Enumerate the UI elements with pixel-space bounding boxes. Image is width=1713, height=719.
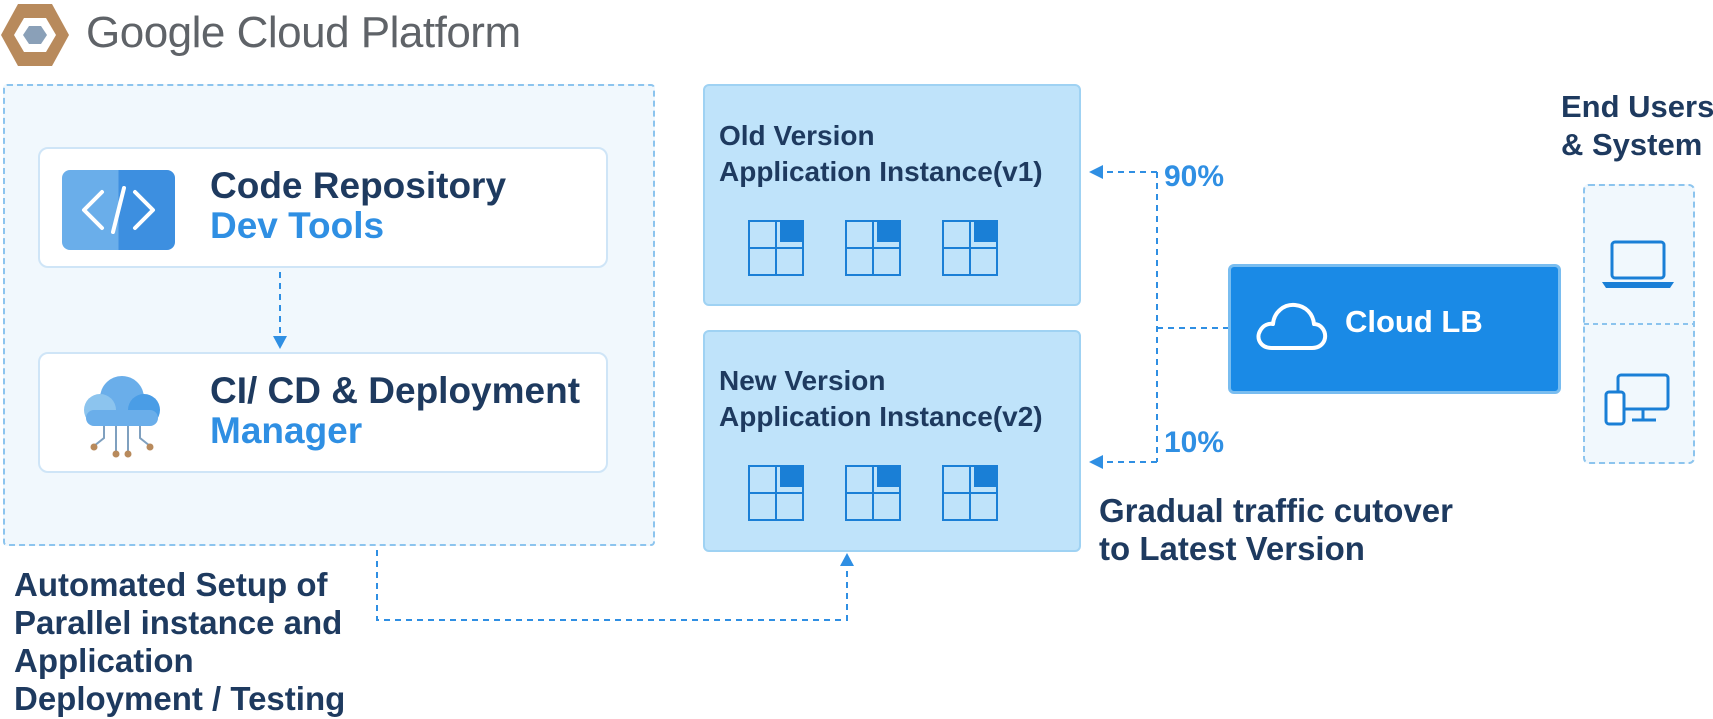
- old-version-label: Old Version Application Instance(v1): [719, 120, 1043, 187]
- cutover-caption: Gradual traffic cutover to Latest Versio…: [1099, 492, 1453, 567]
- cloud-icon: [1256, 302, 1328, 350]
- repo-to-cicd-arrow: [273, 272, 287, 349]
- traffic-split-lines: [1089, 165, 1228, 469]
- new-traffic-percent: 10%: [1164, 426, 1225, 459]
- old-traffic-percent: 90%: [1164, 160, 1225, 193]
- cicd-subtitle: Manager: [210, 410, 363, 451]
- cloud-lb-box: [1228, 264, 1561, 394]
- code-brackets-icon: [62, 170, 175, 250]
- cicd-title: CI/ CD & Deployment: [210, 370, 581, 411]
- deploy-connector-arrow: [376, 550, 854, 621]
- laptop-icon: [1602, 240, 1674, 288]
- instance-icon: [845, 220, 901, 276]
- automation-caption: Automated Setup of Parallel instance and…: [14, 566, 346, 717]
- dev-tools-subtitle: Dev Tools: [210, 205, 385, 246]
- end-users-title: End Users & System: [1561, 89, 1713, 162]
- instance-icon: [748, 220, 804, 276]
- new-version-box: [703, 330, 1081, 552]
- gcp-hexagon-icon: [1, 4, 69, 66]
- code-repository-title: Code Repository: [210, 165, 507, 206]
- instance-icon: [942, 465, 998, 521]
- desktop-mobile-icon: [1604, 373, 1670, 426]
- cloud-circuit-icon: [84, 376, 160, 458]
- cicd-card: [38, 352, 608, 473]
- users-divider: [1584, 323, 1694, 325]
- cloud-lb-label: Cloud LB: [1345, 304, 1483, 339]
- instance-icon: [845, 465, 901, 521]
- instance-icon: [748, 465, 804, 521]
- brand-title: Google Cloud Platform: [86, 8, 521, 57]
- instance-icon: [942, 220, 998, 276]
- new-version-label: New Version Application Instance(v2): [719, 365, 1043, 432]
- old-version-box: [703, 84, 1081, 306]
